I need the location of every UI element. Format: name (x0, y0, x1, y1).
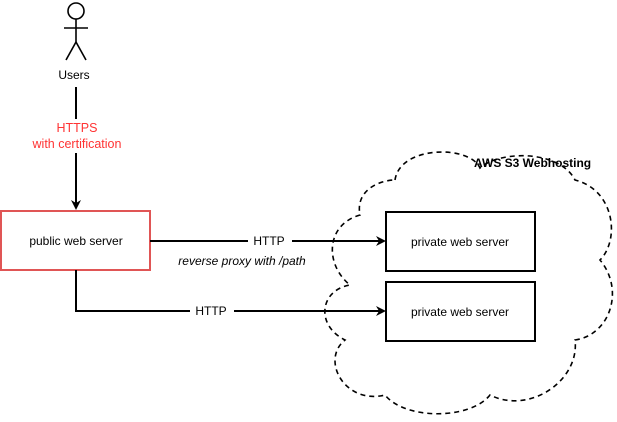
public-web-server-label: public web server (29, 234, 122, 248)
users-actor-icon (64, 2, 88, 61)
http-edge-bottom-label-bg (190, 303, 234, 319)
http-edge-bottom-label: HTTP (195, 304, 226, 318)
http-edge-top-label: HTTP (253, 234, 284, 248)
cloud-title: AWS S3 Webhosting (474, 156, 591, 170)
private-web-server-label-1: private web server (411, 235, 509, 249)
https-label-line2: with certification (32, 137, 122, 151)
private-web-server-box-1 (385, 211, 536, 272)
users-label: Users (58, 68, 89, 82)
private-web-server-box-2 (385, 281, 536, 342)
https-label-line1: HTTPS (57, 121, 98, 135)
http-edge-top-label-bg (248, 233, 292, 249)
private-web-server-label-2: private web server (411, 305, 509, 319)
http-edge-bottom (75, 270, 386, 316)
http-edge-top-note: reverse proxy with /path (178, 254, 306, 268)
https-label-bg (22, 119, 132, 153)
